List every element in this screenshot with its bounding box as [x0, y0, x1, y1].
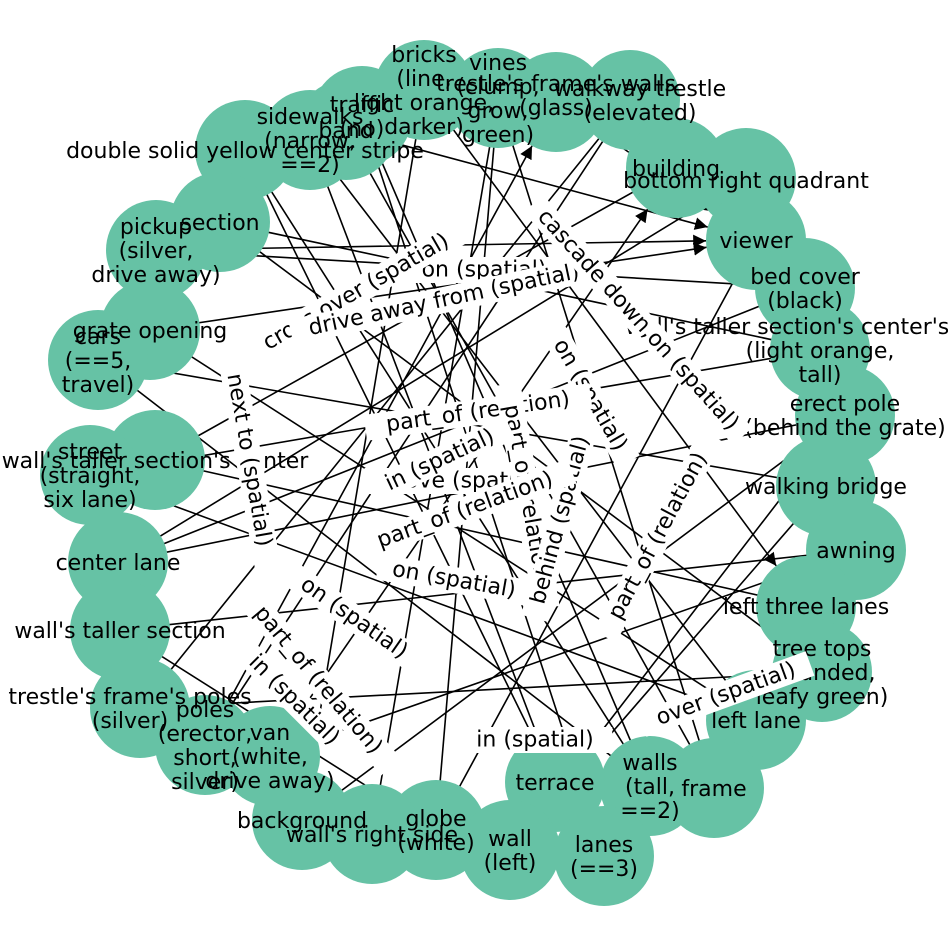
node-labels-layer: bricks(line,light orange,darker)vines(cl…: [2, 43, 948, 882]
node-cars: [48, 310, 148, 410]
edge-line: [345, 129, 708, 230]
svg-text:part_of (relation): part_of (relation): [603, 448, 712, 623]
svg-text:in (spatial): in (spatial): [476, 728, 593, 753]
edge-line: [435, 97, 499, 831]
node-label-terrace: terrace: [516, 771, 595, 796]
node-lanes: [554, 806, 654, 906]
node-label-poles: poles(erector,short,silver): [158, 698, 252, 795]
node-label-bed-cover: bed cover(black): [750, 265, 861, 314]
node-label-viewer: viewer: [719, 229, 793, 254]
node-label-pickup: pickup(silver,drive away): [91, 215, 220, 288]
node-frame: [664, 738, 764, 838]
node-pickup: [106, 200, 206, 300]
edge-line: [423, 89, 777, 567]
node-label-globe: globe(white): [397, 807, 474, 856]
node-walls-right-side: [322, 784, 422, 884]
edge-line: [204, 145, 533, 746]
svg-text:on (spatial): on (spatial): [296, 572, 413, 664]
node-label-walls-taller-section-center-grate: wall's taller section's center's grate(l…: [625, 315, 948, 388]
node-label-sidewalks: sidewalks(narrow,==2): [257, 105, 364, 178]
node-street: [40, 425, 140, 525]
node-label-lanes: lanes(==3): [570, 833, 638, 882]
edge-line: [117, 177, 747, 563]
edge-line: [89, 474, 757, 721]
node-label-center-lane: center lane: [56, 551, 181, 576]
node-label-walls-right-side: wall's right side: [286, 823, 458, 848]
node-label-walls-taller-section: wall's taller section: [14, 619, 225, 644]
node-label-left-three-lanes: left three lanes: [723, 595, 889, 620]
node-label-street: street(straight,six lane): [40, 440, 141, 513]
node-label-building: building: [632, 157, 720, 182]
node-label-bottom-right-quadrant: bottom right quadrant: [623, 169, 869, 194]
edge-line: [139, 671, 823, 709]
node-label-erect-pole: erect pole(behind the grate): [744, 392, 945, 441]
node-label-frame: frame: [681, 777, 746, 802]
node-label-walls: walls(tall,==2): [620, 751, 679, 824]
node-label-background: background: [237, 809, 367, 834]
node-label-section: section: [180, 211, 259, 236]
node-label-vines: vines(clump,grow,green): [456, 51, 539, 148]
edge-label: in (spatial): [457, 727, 613, 753]
nodes-layer: [40, 40, 906, 906]
node-label-traffic: traffic(no): [330, 93, 395, 142]
node-label-left-lane: left lane: [711, 709, 801, 734]
node-label-band: band: [318, 119, 373, 144]
node-label-bricks: bricks(line,light orange,darker): [354, 43, 494, 140]
node-label-awning: awning: [816, 539, 895, 564]
node-label-trestles-frames-poles: trestle's frame's poles(silver): [8, 685, 251, 734]
node-label-grate-opening: grate opening: [73, 319, 228, 344]
node-wall-left: [460, 800, 560, 900]
node-walls-taller-section: [70, 580, 170, 680]
node-label-van: van(white,drive away): [205, 721, 334, 794]
node-label-trestles-frames-walls: trestle's frame's walls(glass): [436, 72, 676, 121]
svg-text:on (spatial): on (spatial): [390, 557, 517, 603]
node-label-cars: cars(==5,travel): [62, 325, 134, 398]
node-label-double-solid: double solid yellow center stripe: [66, 139, 424, 164]
node-label-wall-left: wall(left): [484, 827, 537, 876]
node-label-walking-bridge: walking bridge: [745, 475, 907, 500]
edge-line: [309, 139, 757, 721]
node-trestles-frames-walls: [506, 52, 606, 152]
edge-line: [149, 242, 707, 331]
node-label-walkway-trestle: walkway trestle(elevated): [554, 77, 726, 126]
